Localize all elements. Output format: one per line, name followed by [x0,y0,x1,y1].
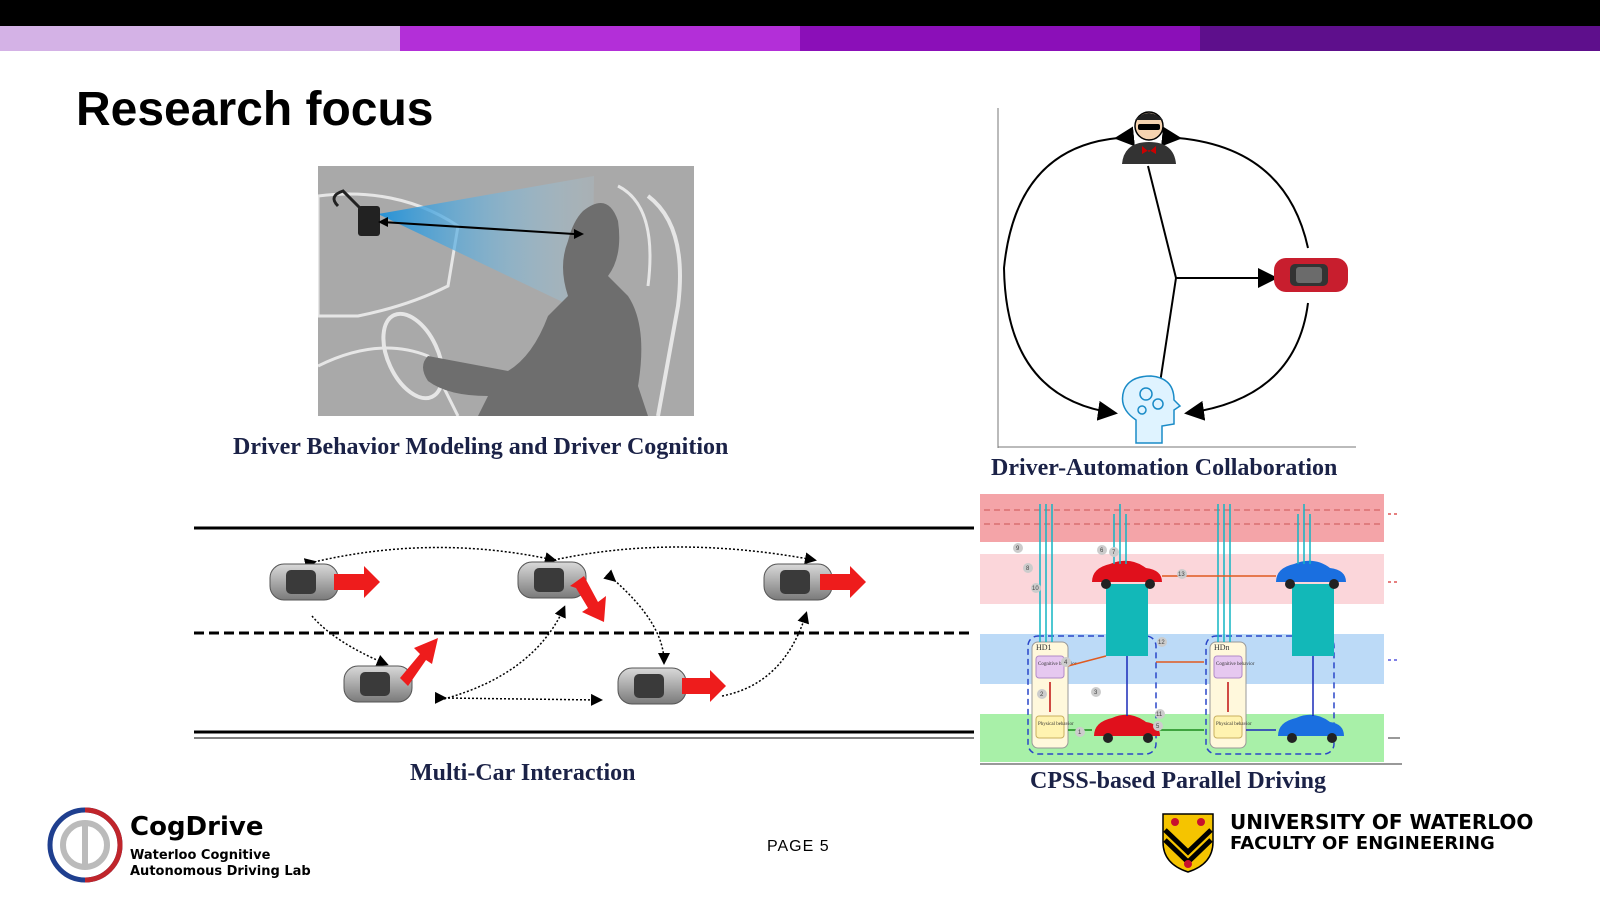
collaboration-caption: Driver-Automation Collaboration [991,455,1338,481]
multi-car-caption: Multi-Car Interaction [410,760,636,786]
red-car-top-icon [1092,560,1162,589]
edge-number-2: 2 [1040,692,1044,698]
edge-number-11: 11 [1156,712,1163,718]
physical-behavior-label-1: Physical behavior [1038,722,1074,727]
brain-head-icon [1121,375,1182,444]
cogdrive-logo-icon [47,807,123,883]
car-5 [617,667,687,705]
collaboration-diagram [997,108,1356,448]
university-name: UNIVERSITY OF WATERLOO [1230,810,1534,834]
lab-subtitle-line-1: Waterloo Cognitive [130,848,271,863]
hdn-label: HDn [1214,643,1230,652]
edge-number-4: 4 [1064,660,1068,666]
edge-number-3: 3 [1094,690,1098,696]
car-1 [269,563,339,601]
cognitive-behavior-label-n: Cognitive behavior [1216,662,1255,667]
car-3 [763,563,833,601]
accent-stripe-1 [0,26,400,51]
driver-avatar-icon [1122,111,1176,164]
hd1-label: HD1 [1036,643,1052,652]
driver-behavior-caption: Driver Behavior Modeling and Driver Cogn… [233,434,729,460]
cpss-caption: CPSS-based Parallel Driving [1030,768,1327,794]
edge-number-10: 10 [1032,586,1039,592]
edge-number-6: 6 [1100,548,1104,554]
direction-arrow-3 [820,566,866,598]
lab-subtitle: Waterloo Cognitive Autonomous Driving La… [130,848,311,880]
direction-arrow-1 [334,566,380,598]
lab-subtitle-line-2: Autonomous Driving Lab [130,864,311,879]
car-2 [517,561,587,599]
lab-name: CogDrive [130,812,264,842]
edge-number-8: 8 [1026,566,1030,572]
slide-title: Research focus [76,83,434,136]
university-crest-icon [1162,813,1214,873]
accent-stripe-2 [400,26,800,51]
blue-car-bottom-icon [1278,714,1344,743]
direction-arrow-5 [682,670,726,702]
direction-arrow-2 [570,576,606,622]
direction-arrow-4 [400,638,438,686]
cpss-diagram: HD1 Cognitive behavior Physical behavior… [980,494,1402,765]
edge-number-13: 13 [1178,572,1185,578]
edge-number-5: 5 [1156,724,1160,730]
car-icon [1274,258,1348,292]
edge-number-1: 1 [1078,730,1082,736]
edge-number-12: 12 [1158,640,1165,646]
edge-number-7: 7 [1112,550,1116,556]
accent-stripe-4 [1200,26,1600,51]
blue-car-top-icon [1276,560,1346,589]
accent-stripe-3 [800,26,1200,51]
page-number: PAGE 5 [767,838,830,855]
driver-camera-illustration [318,166,694,416]
red-car-bottom-icon [1094,714,1160,743]
faculty-name: FACULTY OF ENGINEERING [1230,833,1495,854]
multi-car-diagram [194,526,974,739]
physical-behavior-label-n: Physical behavior [1216,722,1252,727]
car-4 [343,665,413,703]
edge-number-9: 9 [1016,546,1020,552]
cognitive-behavior-label-1: Cognitive behavior [1038,662,1077,667]
top-bar [0,0,1600,26]
